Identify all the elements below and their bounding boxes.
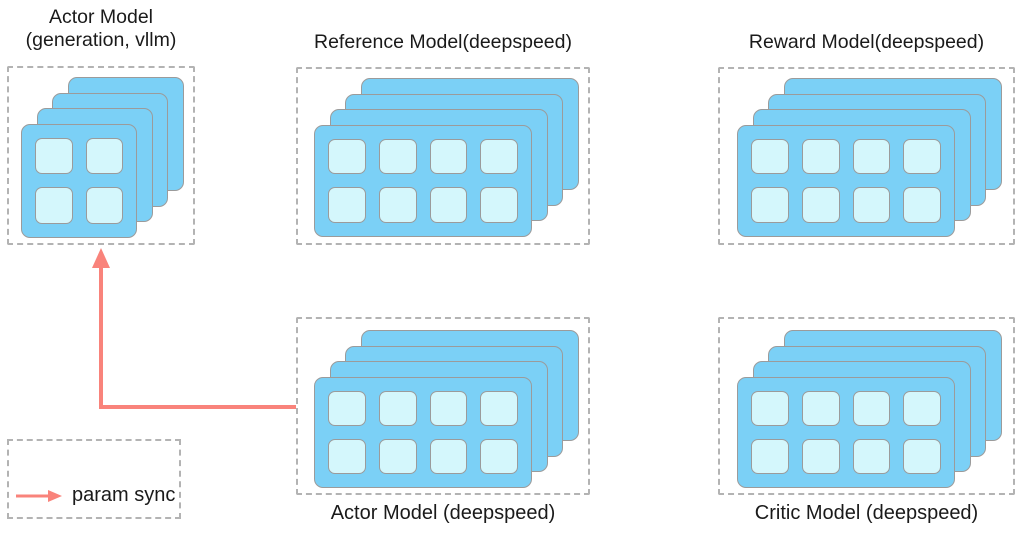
gpu-cell (378, 187, 417, 223)
gpu-cell (852, 138, 891, 174)
cluster-title-line1: Reward Model(deepspeed) (748, 31, 985, 53)
legend-label: param sync (72, 484, 176, 506)
gpu-stack-reference (314, 78, 579, 237)
gpu-card (314, 124, 532, 237)
gpu-cell (480, 438, 518, 474)
cluster-box-critic (718, 317, 1015, 495)
cluster-title-critic: Critic Model (deepspeed) (718, 502, 1015, 525)
gpu-cell (903, 138, 941, 174)
cluster-box-reward (718, 67, 1015, 245)
gpu-cell (751, 187, 789, 223)
gpu-cell (85, 137, 123, 174)
cluster-title-actor-deepspeed: Actor Model (deepspeed) (296, 502, 590, 525)
cluster-title-actor-vllm: Actor Model (generation, vllm) (7, 6, 195, 52)
gpu-cell (751, 390, 789, 426)
gpu-cell (852, 187, 891, 223)
gpu-cell (801, 438, 840, 474)
cluster-title-line1: Reference Model(deepspeed) (314, 31, 572, 53)
gpu-cell (328, 390, 366, 426)
gpu-cell (751, 438, 789, 474)
cluster-box-actor-vllm (7, 66, 195, 245)
gpu-cell (429, 138, 468, 174)
gpu-cell (429, 187, 468, 223)
gpu-card (314, 376, 532, 488)
cluster-box-actor-deepspeed (296, 317, 590, 495)
gpu-cell-grid (315, 126, 531, 236)
gpu-cell (35, 187, 73, 224)
gpu-cell (480, 187, 518, 223)
gpu-cell (480, 138, 518, 174)
legend-box: param sync (7, 439, 181, 519)
gpu-card (21, 123, 137, 238)
gpu-cell (328, 438, 366, 474)
gpu-cell-grid (738, 378, 954, 487)
gpu-cell (429, 438, 468, 474)
gpu-cell (903, 390, 941, 426)
gpu-cell (480, 390, 518, 426)
cluster-title-reference: Reference Model(deepspeed) (296, 31, 590, 54)
gpu-cell (35, 137, 73, 174)
gpu-cell (328, 138, 366, 174)
gpu-cell (852, 438, 891, 474)
gpu-stack-actor-deepspeed (314, 330, 579, 488)
gpu-stack-reward (737, 78, 1003, 237)
cluster-title-reward: Reward Model(deepspeed) (718, 31, 1015, 54)
gpu-cell (903, 438, 941, 474)
gpu-card (737, 376, 955, 488)
gpu-cell-grid (738, 126, 954, 236)
gpu-cell (429, 390, 468, 426)
gpu-cell (85, 187, 123, 224)
gpu-cell (852, 390, 891, 426)
gpu-cell (903, 187, 941, 223)
gpu-cell (378, 138, 417, 174)
cluster-title-line1: Critic Model (deepspeed) (754, 502, 979, 524)
cluster-box-reference (296, 67, 590, 245)
gpu-card (737, 124, 955, 237)
param-sync-arrow-icon (16, 489, 62, 502)
gpu-cell-grid (22, 125, 136, 237)
gpu-cell (801, 138, 840, 174)
cluster-title-line2: (generation, vllm) (25, 29, 177, 51)
gpu-cell (801, 187, 840, 223)
legend-row: param sync (15, 484, 175, 507)
cluster-title-line1: Actor Model (48, 6, 154, 28)
gpu-stack-actor-vllm (21, 77, 184, 238)
gpu-cell (328, 187, 366, 223)
gpu-cell (751, 138, 789, 174)
gpu-cell (378, 390, 417, 426)
cluster-title-line1: Actor Model (deepspeed) (330, 502, 556, 524)
gpu-stack-critic (737, 330, 1003, 488)
gpu-cell (801, 390, 840, 426)
gpu-cell (378, 438, 417, 474)
gpu-cell-grid (315, 378, 531, 487)
